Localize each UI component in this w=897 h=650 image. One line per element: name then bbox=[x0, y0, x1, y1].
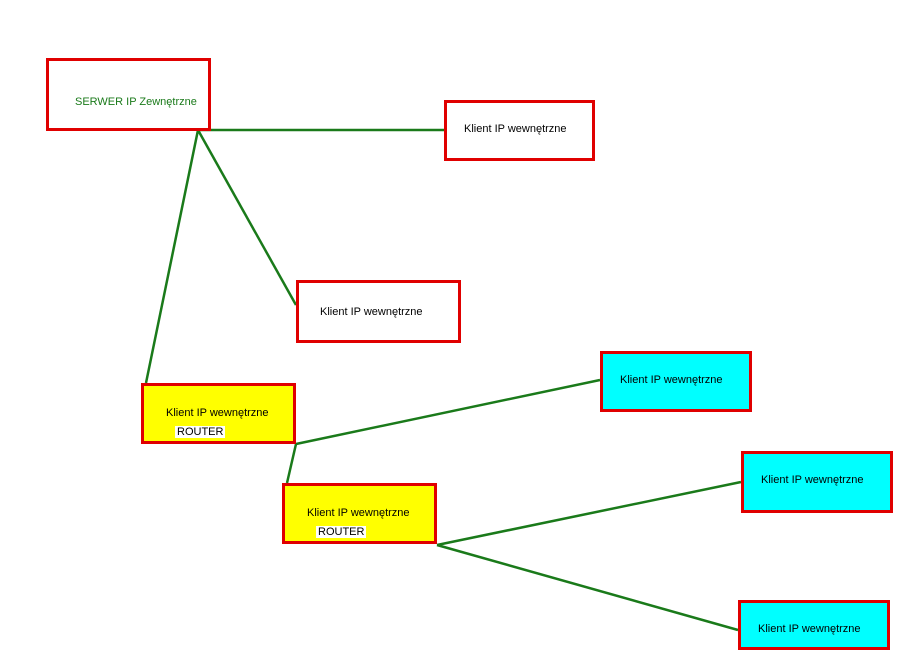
edge-server-router-1 bbox=[144, 129, 200, 384]
server-node: SERWER IP Zewnętrzne bbox=[46, 58, 211, 131]
client-label: Klient IP wewnętrzne bbox=[620, 374, 723, 386]
server-label: SERWER IP Zewnętrzne bbox=[75, 96, 197, 108]
client-node-3: Klient IP wewnętrzne bbox=[600, 351, 752, 412]
client-node-5: Klient IP wewnętrzne bbox=[738, 600, 890, 650]
client-label: Klient IP wewnętrzne bbox=[464, 123, 567, 135]
edge-router-1-client-3 bbox=[295, 378, 601, 446]
client-label: Klient IP wewnętrzne bbox=[761, 474, 864, 486]
edge-server-client-2 bbox=[196, 129, 298, 306]
edge-router-1-router-2 bbox=[285, 443, 298, 484]
router-client-label: Klient IP wewnętrzne bbox=[307, 507, 410, 519]
router-node-1: Klient IP wewnętrzne ROUTER bbox=[141, 383, 296, 444]
client-node-1: Klient IP wewnętrzne bbox=[444, 100, 595, 161]
edge-router-2-client-5 bbox=[436, 543, 739, 632]
router-tag: ROUTER bbox=[316, 526, 367, 538]
router-tag: ROUTER bbox=[175, 426, 226, 438]
router-client-label: Klient IP wewnętrzne bbox=[166, 407, 269, 419]
edge-router-2-client-4 bbox=[436, 480, 742, 547]
client-label: Klient IP wewnętrzne bbox=[758, 623, 861, 635]
client-label: Klient IP wewnętrzne bbox=[320, 306, 423, 318]
client-node-2: Klient IP wewnętrzne bbox=[296, 280, 461, 343]
router-node-2: Klient IP wewnętrzne ROUTER bbox=[282, 483, 437, 544]
client-node-4: Klient IP wewnętrzne bbox=[741, 451, 893, 513]
